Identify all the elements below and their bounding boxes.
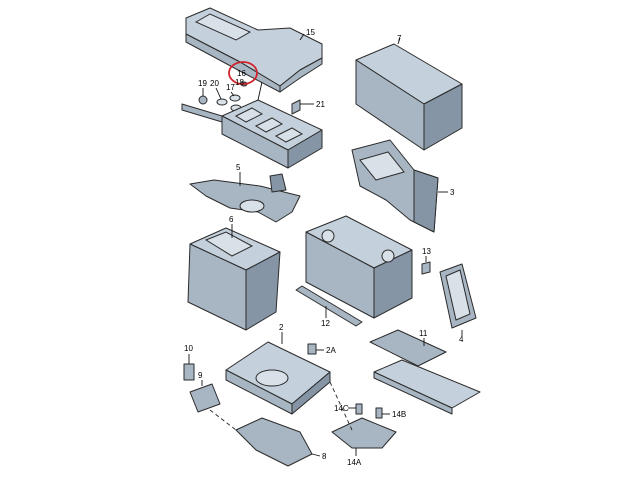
part-fuse-box-cover[interactable] [185, 7, 323, 93]
callout-8: 8 [322, 452, 327, 461]
callout-11: 11 [419, 329, 428, 338]
callout-13: 13 [422, 247, 431, 256]
callout-17: 17 [226, 83, 235, 92]
part-clip-21[interactable] [291, 99, 314, 115]
callout-21: 21 [316, 100, 325, 109]
part-base-tray-2[interactable] [225, 332, 331, 415]
part-bolts-14B-14C[interactable] [348, 403, 390, 419]
callout-12: 12 [321, 319, 330, 328]
assembly-line [329, 381, 353, 431]
part-battery-cover[interactable] [355, 37, 463, 151]
callout-3: 3 [450, 188, 455, 197]
callout-9: 9 [198, 371, 203, 380]
callout-16[interactable]: 16 [237, 69, 246, 78]
part-bolt-10[interactable] [183, 354, 195, 381]
callout-15: 15 [306, 28, 315, 37]
callout-5: 5 [236, 163, 241, 172]
part-support-14A[interactable] [331, 417, 397, 456]
part-bolt-2A[interactable] [307, 343, 324, 355]
callout-2A: 2A [326, 346, 336, 355]
part-clip-13[interactable] [421, 256, 431, 275]
callout-14B: 14B [392, 410, 406, 419]
part-battery[interactable] [305, 215, 413, 319]
callout-20: 20 [210, 79, 219, 88]
callout-18: 18 [235, 78, 244, 87]
callout-2: 2 [279, 323, 284, 332]
part-strip-12[interactable] [295, 285, 363, 327]
callout-14A: 14A [347, 458, 362, 467]
part-tray-11[interactable] [369, 329, 481, 415]
part-panel-4[interactable] [439, 263, 477, 336]
callout-4: 4 [459, 335, 464, 344]
assembly-line [209, 409, 237, 431]
callout-16-highlight [228, 61, 258, 85]
part-clip-9[interactable] [189, 380, 221, 413]
callout-14C: 14C [334, 404, 349, 413]
part-bracket-5[interactable] [189, 172, 301, 223]
part-battery-insulation-6[interactable] [187, 224, 281, 331]
part-fuse-box[interactable] [181, 81, 323, 169]
callout-7: 7 [397, 34, 402, 43]
part-battery-tray-side[interactable] [351, 139, 448, 233]
part-lower-bracket-8[interactable] [235, 417, 321, 467]
callout-10: 10 [184, 344, 193, 353]
callout-19: 19 [198, 79, 207, 88]
callout-6: 6 [229, 215, 234, 224]
